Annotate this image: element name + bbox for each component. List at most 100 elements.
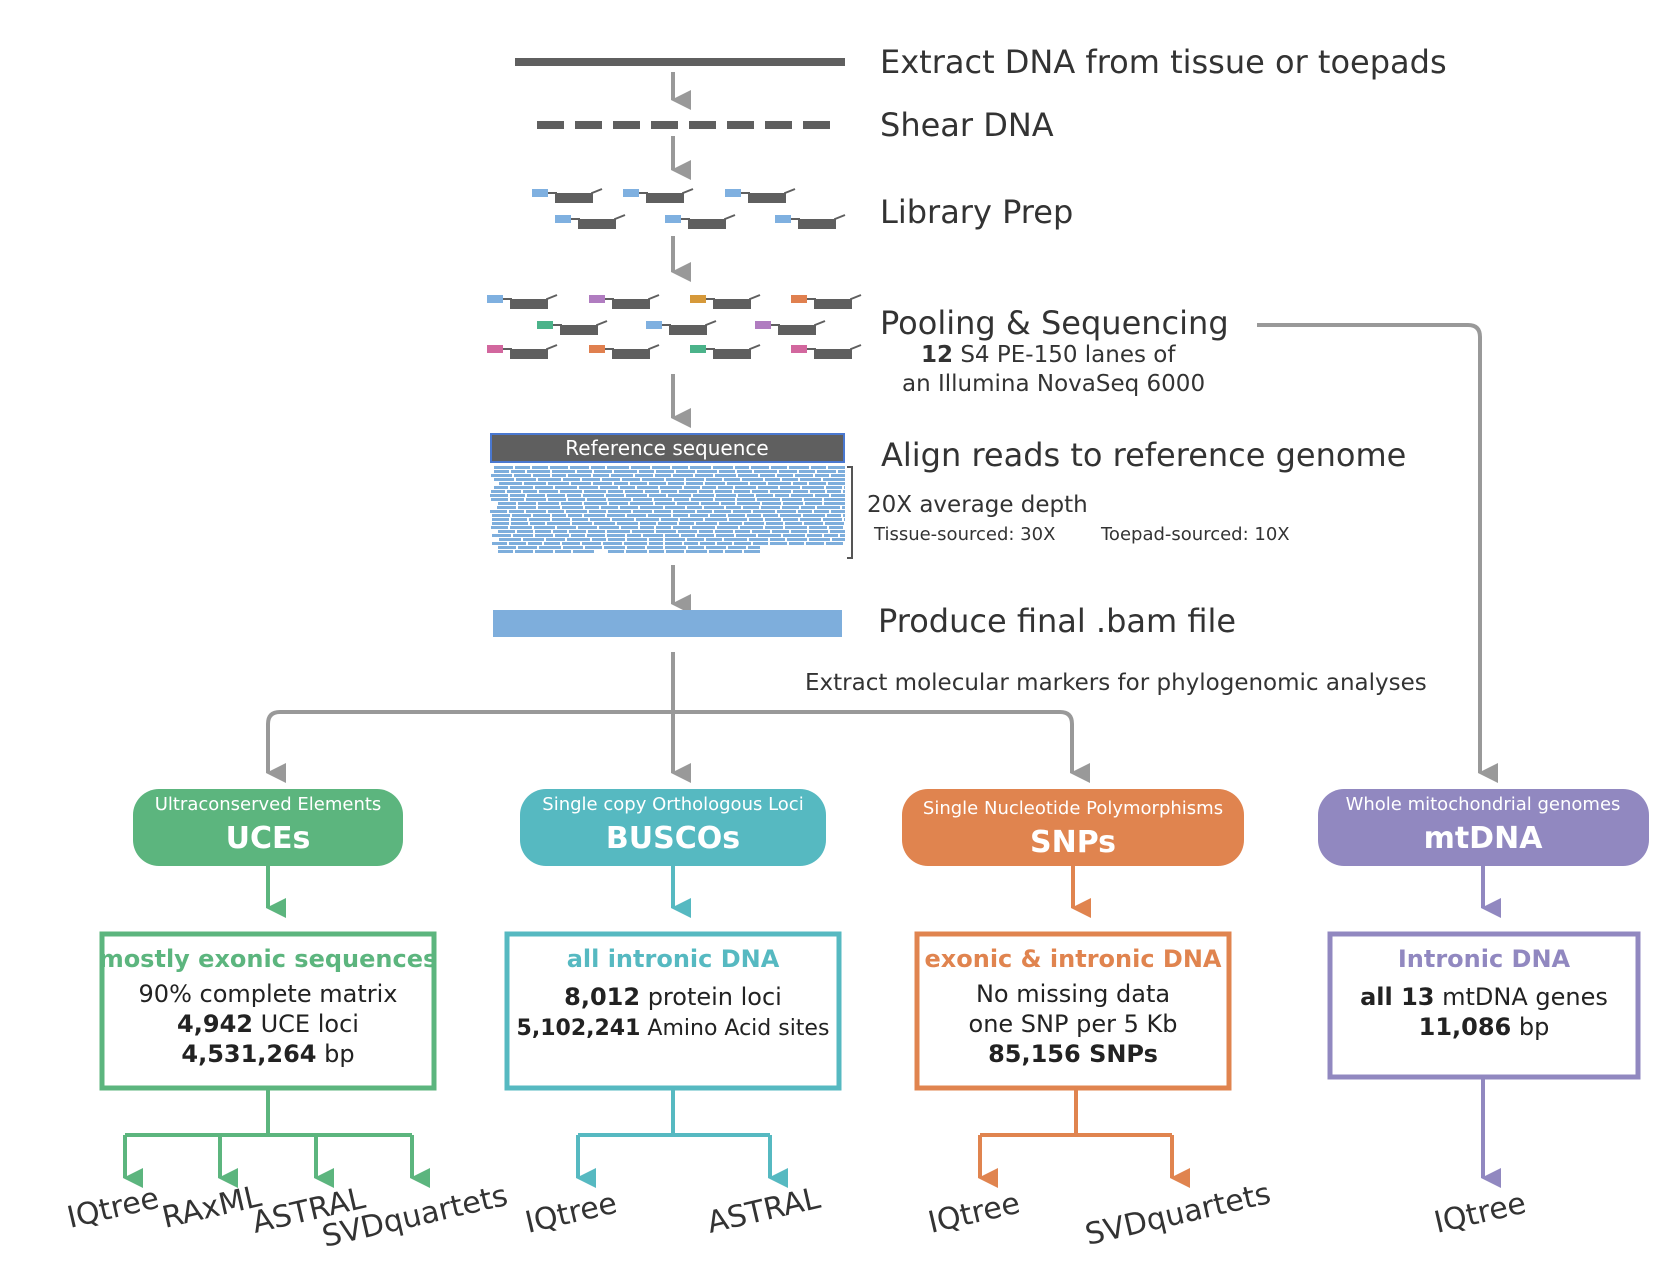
read-segment [724, 538, 747, 541]
dna-fragment-icon [623, 188, 694, 203]
read-segment [555, 550, 571, 553]
snp-method-iqtree: IQtree [925, 1186, 1023, 1241]
read-segment [719, 470, 735, 473]
read-segment [748, 546, 760, 549]
read-segment [815, 474, 829, 477]
read-segment [826, 542, 843, 545]
read-segment [665, 534, 679, 537]
read-segment [747, 514, 761, 517]
read-segment [654, 510, 671, 513]
read-segment [654, 498, 672, 501]
read-segment [579, 486, 598, 489]
read-segment [603, 542, 622, 545]
read-segment [611, 474, 633, 477]
dna-fragment-icon [537, 320, 608, 335]
dna-fragment-icon [532, 188, 603, 203]
read-segment [717, 542, 732, 545]
read-segment [749, 538, 768, 541]
read-segment [752, 490, 768, 493]
mtdna-branch-arrow [1257, 323, 1498, 783]
read-segment [843, 514, 845, 517]
step-library-label: Library Prep [880, 193, 1073, 231]
read-segment [527, 494, 545, 497]
read-segment [608, 490, 623, 493]
read-segment [492, 514, 510, 517]
read-segment [524, 482, 546, 485]
read-segment [771, 466, 787, 469]
lane-count: 12 [921, 342, 953, 368]
read-segment [736, 534, 756, 537]
read-segment [724, 478, 740, 481]
read-segment [717, 526, 738, 529]
read-segment [735, 486, 756, 489]
busco-line-1: 8,012 protein loci [564, 983, 782, 1011]
read-segment [744, 522, 764, 525]
read-segment [583, 494, 604, 497]
read-segment [498, 530, 515, 533]
read-segment [688, 546, 704, 549]
read-segment [655, 502, 675, 505]
read-segment [738, 474, 758, 477]
read-segment [832, 538, 845, 541]
read-segment [535, 486, 553, 489]
read-segment [516, 478, 536, 481]
read-segment [539, 490, 558, 493]
read-segment [602, 478, 620, 481]
read-segment [661, 490, 677, 493]
read-segment [533, 514, 550, 517]
read-segment [737, 502, 760, 505]
read-segment [753, 542, 768, 545]
read-segment [789, 466, 809, 469]
read-segment [706, 546, 726, 549]
read-segment [783, 502, 803, 505]
read-segment [620, 486, 635, 489]
read-segment [661, 518, 678, 521]
step-pooling-label: Pooling & Sequencing [880, 304, 1229, 342]
read-segment [498, 550, 513, 553]
read-segment [714, 510, 731, 513]
read-segment [716, 534, 734, 537]
read-segment [614, 470, 637, 473]
read-segment [572, 522, 592, 525]
read-segment [679, 490, 697, 493]
read-segment [538, 502, 559, 505]
read-segment [571, 482, 591, 485]
read-segment [511, 470, 525, 473]
uce-line-1: 90% complete matrix [139, 980, 398, 1008]
read-segment [757, 498, 780, 501]
read-segment [550, 466, 568, 469]
mtdna-method-iqtree: IQtree [1431, 1186, 1529, 1241]
snp-header-pill [902, 789, 1244, 866]
read-segment [548, 510, 564, 513]
read-segment [686, 478, 704, 481]
read-segment [560, 490, 582, 493]
pooled-fragments-icon [487, 294, 862, 359]
read-segment [561, 502, 582, 505]
read-segment [763, 514, 778, 517]
read-segment [627, 534, 641, 537]
read-segment [744, 550, 760, 553]
read-segment [706, 478, 722, 481]
read-segment [716, 494, 736, 497]
read-segment [674, 498, 689, 501]
read-segment [491, 474, 512, 477]
read-segment [539, 546, 561, 549]
read-segment [715, 530, 733, 533]
read-segment [563, 478, 580, 481]
read-segment [665, 506, 685, 509]
read-segment [827, 514, 841, 517]
read-segment [642, 478, 664, 481]
tissue-depth-label: Tissue-sourced: 30X [873, 524, 1055, 545]
dna-fragment-icon [589, 344, 660, 359]
read-segment [840, 534, 845, 537]
read-segment [601, 506, 618, 509]
read-segment [785, 522, 802, 525]
busco-box-heading: all intronic DNA [567, 945, 780, 973]
read-segment [704, 506, 724, 509]
read-segment [807, 534, 822, 537]
read-segment [582, 542, 601, 545]
snp-title: SNPs [1030, 825, 1116, 860]
read-segment [782, 506, 799, 509]
snp-line-1: No missing data [976, 980, 1170, 1008]
read-segment [572, 518, 588, 521]
